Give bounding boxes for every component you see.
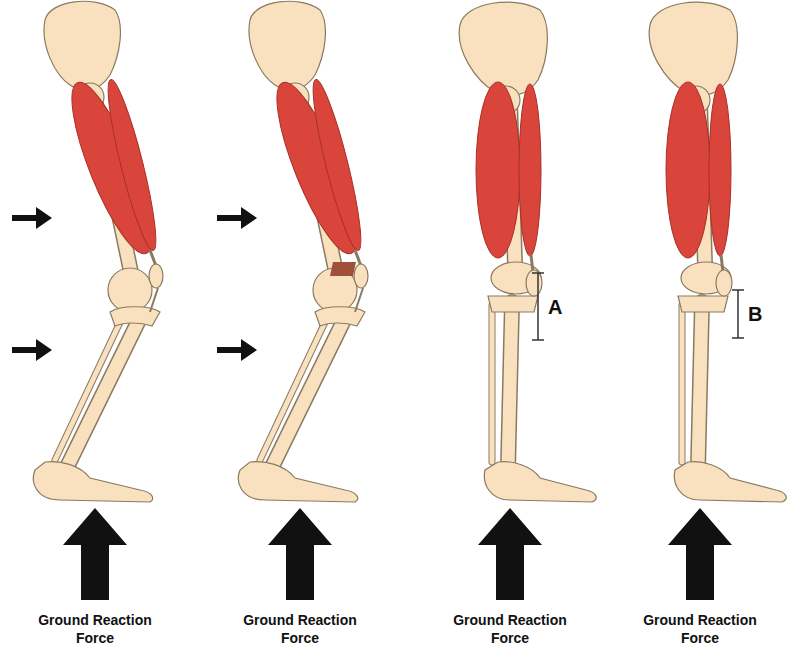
bent-leg bbox=[33, 1, 166, 502]
length-label: B bbox=[748, 304, 762, 324]
knee-patch bbox=[330, 262, 356, 276]
straight-leg bbox=[649, 2, 786, 502]
force-label: Ground Reaction Force bbox=[25, 612, 165, 647]
force-label: Ground Reaction Force bbox=[230, 612, 370, 647]
force-label: Ground Reaction Force bbox=[440, 612, 580, 647]
force-arrows bbox=[12, 207, 257, 361]
ground-force-arrows bbox=[63, 508, 732, 600]
force-label: Ground Reaction Force bbox=[630, 612, 770, 647]
length-brackets bbox=[532, 273, 744, 340]
straight-leg bbox=[459, 2, 596, 502]
length-label: A bbox=[548, 297, 562, 317]
bent-leg bbox=[238, 1, 371, 502]
